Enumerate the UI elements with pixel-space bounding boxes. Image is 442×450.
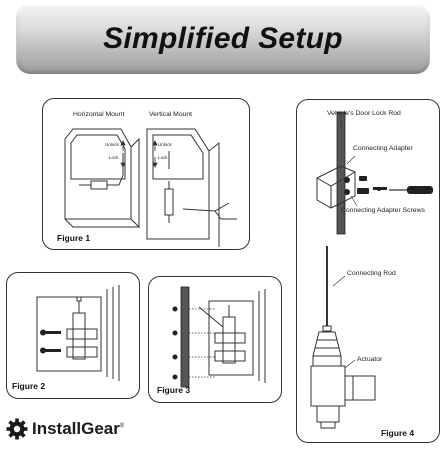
connecting-adapter-label: Connecting Adapter	[353, 145, 413, 152]
connecting-rod-label: Connecting Rod	[347, 270, 396, 277]
figure-2-illustration	[36, 285, 120, 381]
lock-label-vertical: Lock	[158, 155, 168, 160]
figure-3-caption: Figure 3	[157, 385, 191, 395]
brand-name-text: InstallGear	[32, 419, 120, 438]
brand-name: InstallGear®	[32, 419, 124, 439]
figure-1-caption: Figure 1	[57, 233, 91, 243]
actuator-label: Actuator	[357, 356, 383, 363]
figure-1-panel: Horizontal Mount Vertical Mount Unlock L…	[42, 98, 250, 250]
figure-2-panel: Figure 2	[6, 272, 140, 399]
figure-4-illustration	[310, 111, 433, 429]
figure-1-illustration	[64, 128, 237, 247]
figure-2-caption: Figure 2	[12, 381, 46, 391]
vertical-mount-label: Vertical Mount	[149, 111, 193, 118]
figure-3-illustration	[172, 286, 266, 388]
door-lock-rod-label: Vehicle's Door Lock Rod	[327, 110, 401, 117]
brand-logo: InstallGear®	[6, 416, 124, 442]
figure-4-caption: Figure 4	[381, 428, 415, 438]
header-banner: Simplified Setup	[16, 4, 430, 74]
figure-3-panel: Figure 3	[148, 276, 282, 403]
brand-registered-mark: ®	[119, 423, 125, 430]
figure-4-panel: Vehicle's Door Lock Rod Connecting Adapt…	[296, 99, 440, 443]
gear-icon	[6, 418, 28, 440]
adapter-screws-label: Connecting Adapter Screws	[341, 207, 425, 214]
horizontal-mount-label: Horizontal Mount	[73, 111, 125, 118]
unlock-label-horizontal: Unlock	[105, 142, 119, 147]
page-title: Simplified Setup	[103, 22, 343, 55]
unlock-label-vertical: Unlock	[158, 142, 172, 147]
lock-label-horizontal: Lock	[109, 155, 119, 160]
